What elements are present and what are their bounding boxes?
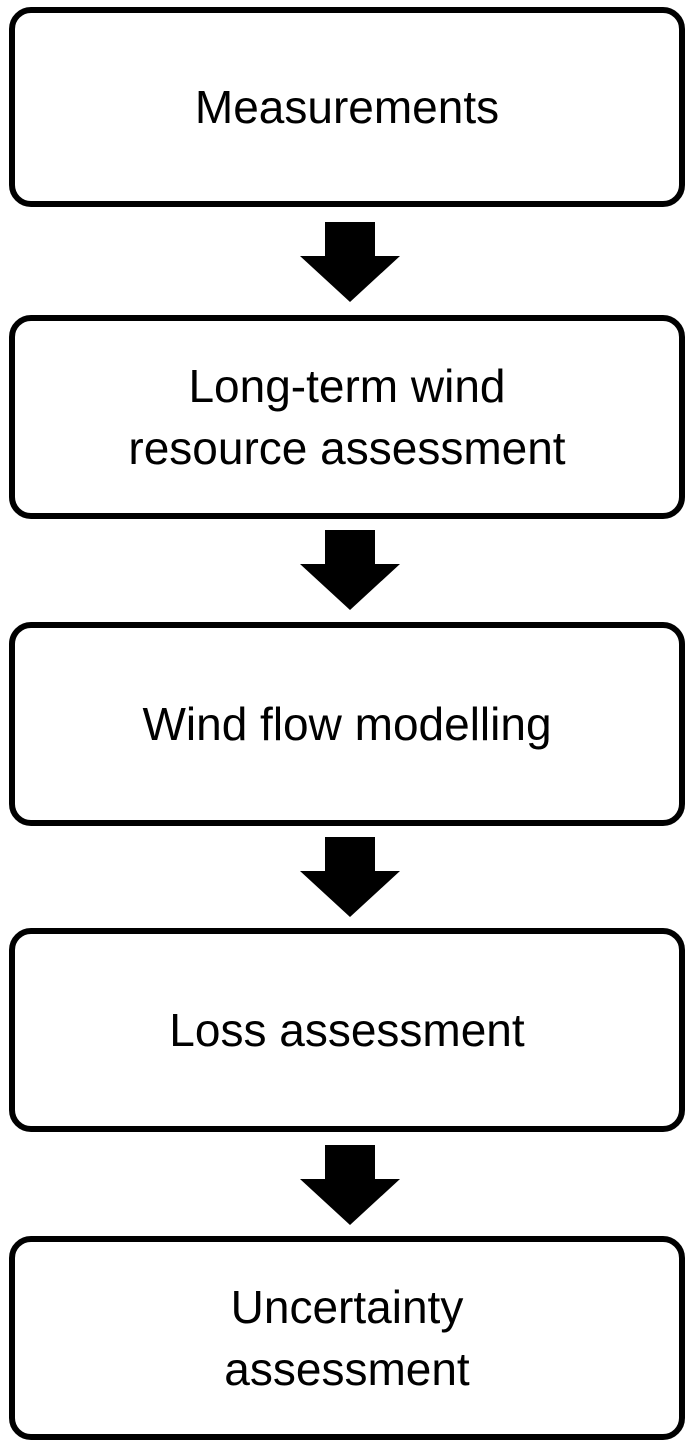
step-label: Wind flow modelling bbox=[142, 698, 552, 750]
down-arrow-icon bbox=[300, 837, 400, 917]
step-long-term-wind-resource-assessment: Long-term wind resource assessment bbox=[9, 315, 685, 519]
step-label: Uncertainty assessment bbox=[224, 1281, 470, 1395]
step-wind-flow-modelling: Wind flow modelling bbox=[9, 622, 685, 826]
down-arrow-icon bbox=[300, 222, 400, 302]
step-measurements: Measurements bbox=[9, 7, 685, 207]
down-arrow-icon bbox=[300, 1145, 400, 1225]
step-label: Measurements bbox=[194, 81, 500, 133]
down-arrow-icon bbox=[300, 530, 400, 610]
step-label: Long-term wind resource assessment bbox=[128, 360, 566, 474]
step-label: Loss assessment bbox=[169, 1004, 525, 1056]
step-uncertainty-assessment: Uncertainty assessment bbox=[9, 1236, 685, 1440]
step-loss-assessment: Loss assessment bbox=[9, 928, 685, 1132]
